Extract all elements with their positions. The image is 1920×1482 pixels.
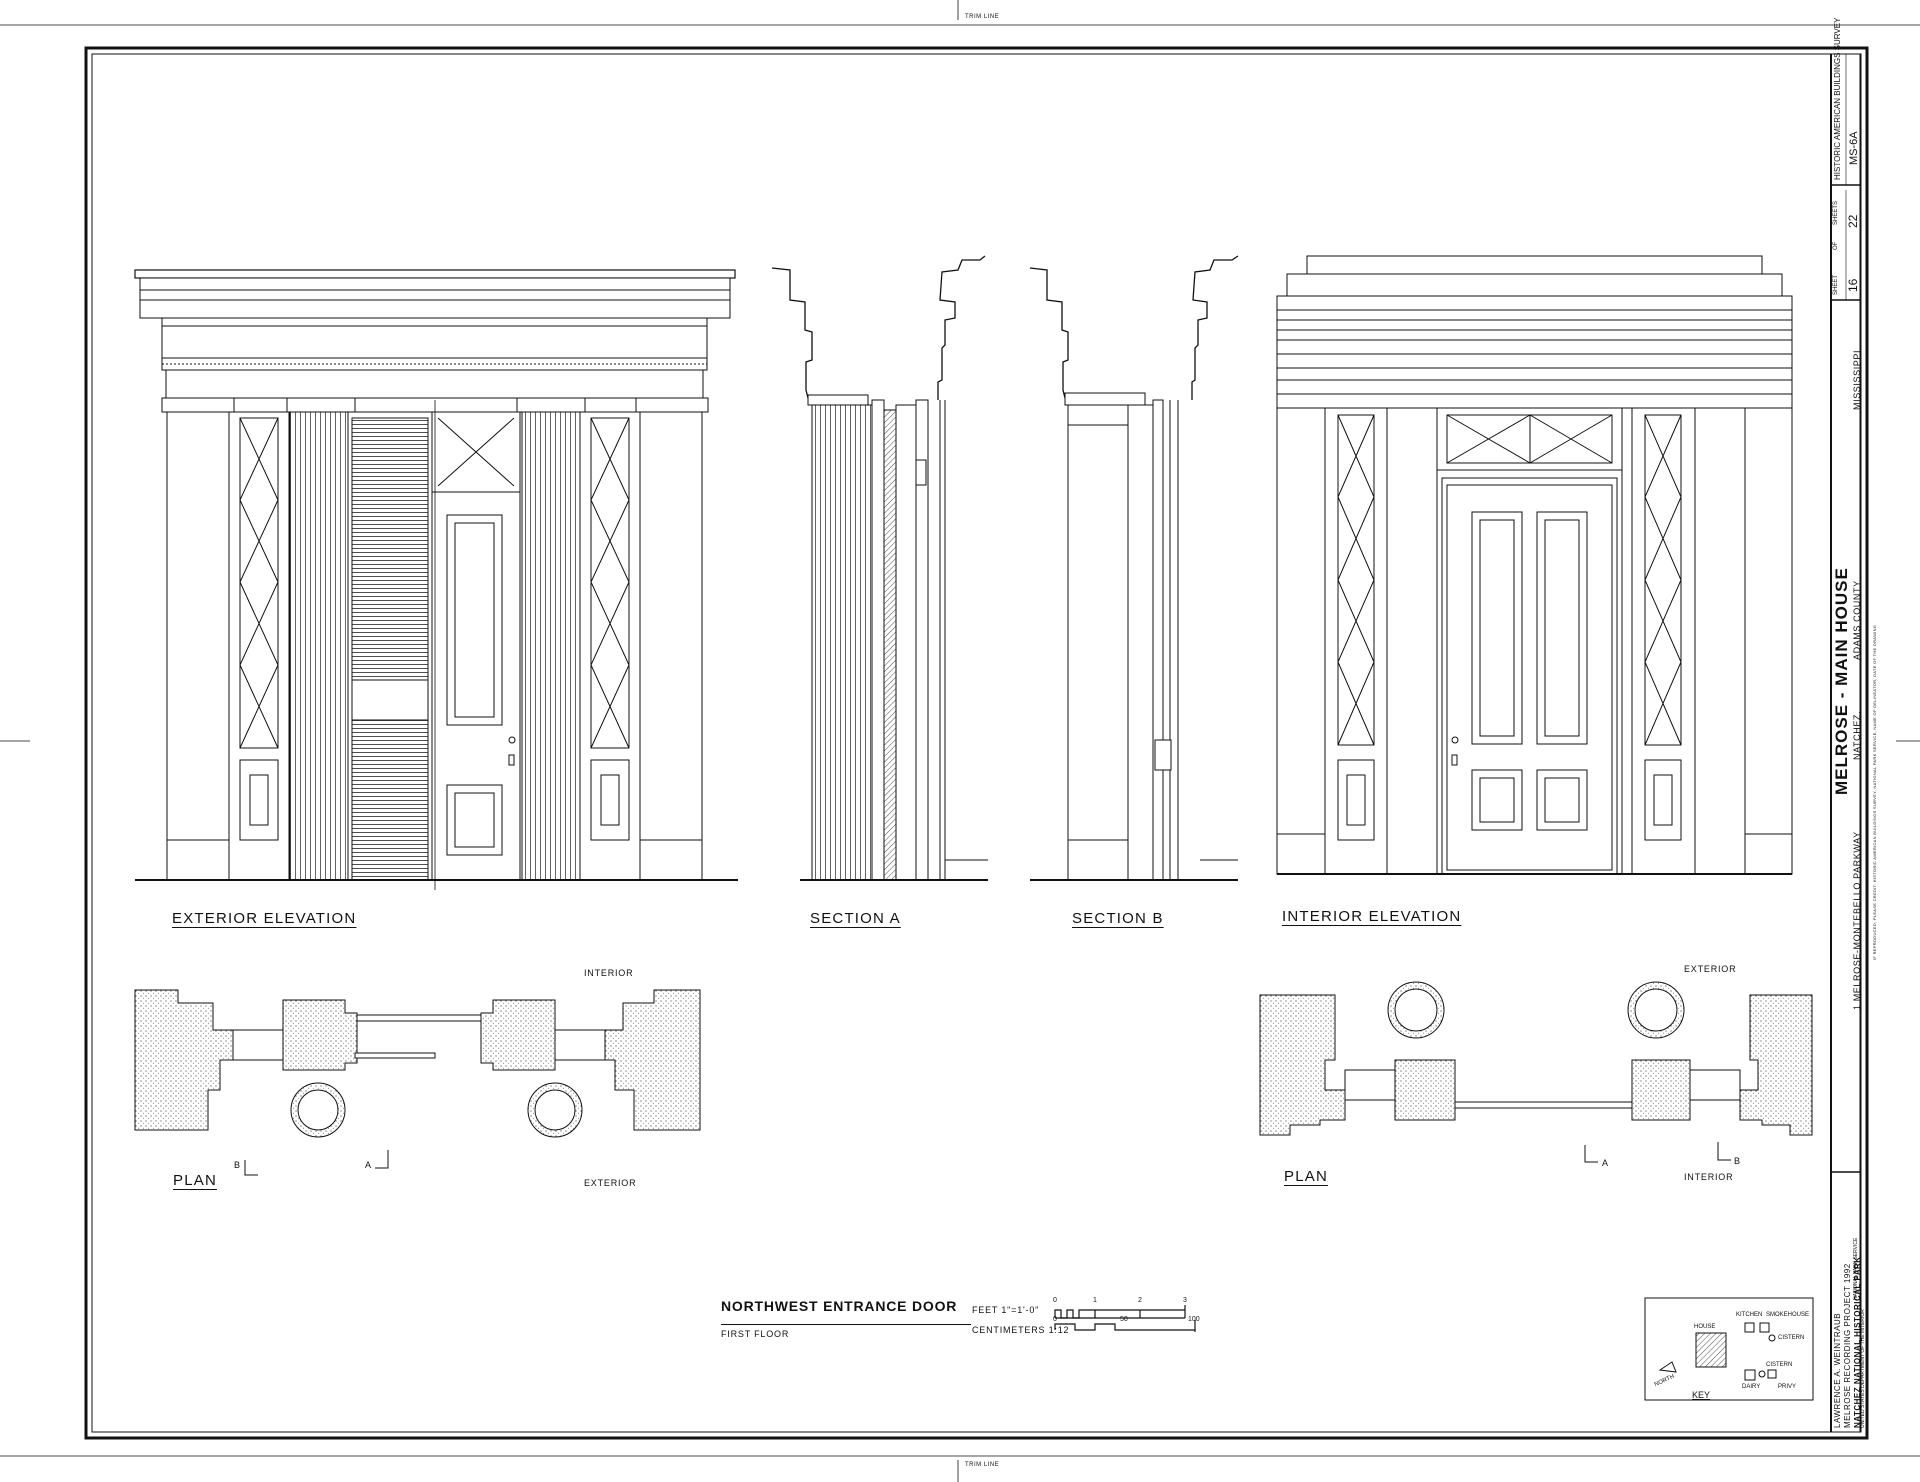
sheets-label: SHEETS — [1833, 200, 1839, 225]
drawing-subtitle: FIRST FLOOR — [721, 1324, 971, 1339]
scale-bars — [1054, 1305, 1196, 1332]
scale-feet-tick: 1 — [1093, 1297, 1097, 1304]
section-marker-a-right: A — [1602, 1158, 1609, 1168]
department-name: UNITED STATES DEPARTMENT OF THE INTERIOR — [1860, 1309, 1866, 1428]
interior-elevation-drawing — [1276, 255, 1793, 875]
building-city: NATCHEZ, — [1852, 710, 1862, 760]
section-marker-b-left: B — [234, 1160, 241, 1170]
section-marker-b-right: B — [1734, 1156, 1741, 1166]
key-cistern-top-label: CISTERN — [1778, 1335, 1805, 1341]
sheet-label: SHEET — [1833, 274, 1839, 295]
sheet-number: 16 — [1846, 278, 1860, 292]
trim-line-label-top: TRIM LINE — [965, 14, 1000, 20]
key-house-label: HOUSE — [1694, 1324, 1716, 1330]
plan-left-label: PLAN — [173, 1172, 217, 1189]
building-name: MELROSE - MAIN HOUSE — [1832, 567, 1851, 795]
drawing-title: NORTHWEST ENTRANCE DOOR — [721, 1298, 958, 1314]
plan-left-interior-note: INTERIOR — [584, 968, 634, 978]
plan-right-interior-note: INTERIOR — [1684, 1172, 1734, 1182]
scale-feet-tick: 0 — [1053, 1297, 1057, 1304]
key-dairy-label: DAIRY — [1742, 1384, 1761, 1390]
agency-name: NATIONAL PARK SERVICE — [1853, 1237, 1859, 1300]
reproduction-credit: IF REPRODUCED, PLEASE CREDIT: HISTORIC A… — [1872, 624, 1877, 960]
key-privy-label: PRIVY — [1778, 1384, 1797, 1390]
section-a-drawing — [771, 255, 988, 881]
section-a-label: SECTION A — [810, 910, 901, 927]
key-title: KEY — [1692, 1390, 1711, 1400]
scale-feet-tick: 2 — [1138, 1297, 1142, 1304]
survey-number: MS-6A — [1848, 131, 1860, 165]
scale-cm-label: CENTIMETERS 1:12 — [972, 1325, 1070, 1335]
key-smokehouse-label: SMOKEHOUSE — [1766, 1312, 1810, 1318]
plan-right-exterior-note: EXTERIOR — [1684, 964, 1737, 974]
key-kitchen-label: KITCHEN — [1736, 1312, 1763, 1318]
scale-feet-tick: 3 — [1183, 1297, 1187, 1304]
of-label: OF — [1833, 241, 1839, 250]
section-b-drawing — [1029, 255, 1239, 881]
sheet-total: 22 — [1846, 214, 1860, 228]
plan-right-drawing — [1259, 981, 1813, 1163]
survey-name: HISTORIC AMERICAN BUILDINGS SURVEY — [1833, 17, 1842, 180]
exterior-elevation-label: EXTERIOR ELEVATION — [172, 910, 357, 927]
building-county: ADAMS COUNTY — [1852, 580, 1862, 660]
key-cistern-bottom-label: CISTERN — [1766, 1362, 1793, 1368]
section-marker-a-left: A — [365, 1160, 372, 1170]
interior-elevation-label: INTERIOR ELEVATION — [1282, 908, 1462, 925]
delineator: LAWRENCE A. WEINTRAUB — [1833, 1312, 1842, 1428]
trim-line-label-bottom: TRIM LINE — [965, 1462, 1000, 1468]
plan-left-exterior-note: EXTERIOR — [584, 1178, 637, 1188]
site-key-drawing — [1644, 1297, 1814, 1401]
plan-left-drawing — [134, 989, 701, 1176]
scale-cm-tick: 100 — [1188, 1316, 1200, 1323]
project-name: MELROSE RECORDING PROJECT 1992 — [1843, 1263, 1852, 1428]
building-state: MISSISSIPPI — [1852, 349, 1862, 410]
scale-feet-label: FEET 1"=1'-0" — [972, 1305, 1040, 1315]
scale-cm-tick: 0 — [1053, 1316, 1057, 1323]
exterior-elevation-drawing — [134, 269, 738, 890]
building-address: 1 MELROSE-MONTEBELLO PARKWAY — [1852, 831, 1862, 1010]
section-b-label: SECTION B — [1072, 910, 1164, 927]
scale-cm-tick: 50 — [1120, 1316, 1128, 1323]
plan-right-label: PLAN — [1284, 1168, 1328, 1185]
